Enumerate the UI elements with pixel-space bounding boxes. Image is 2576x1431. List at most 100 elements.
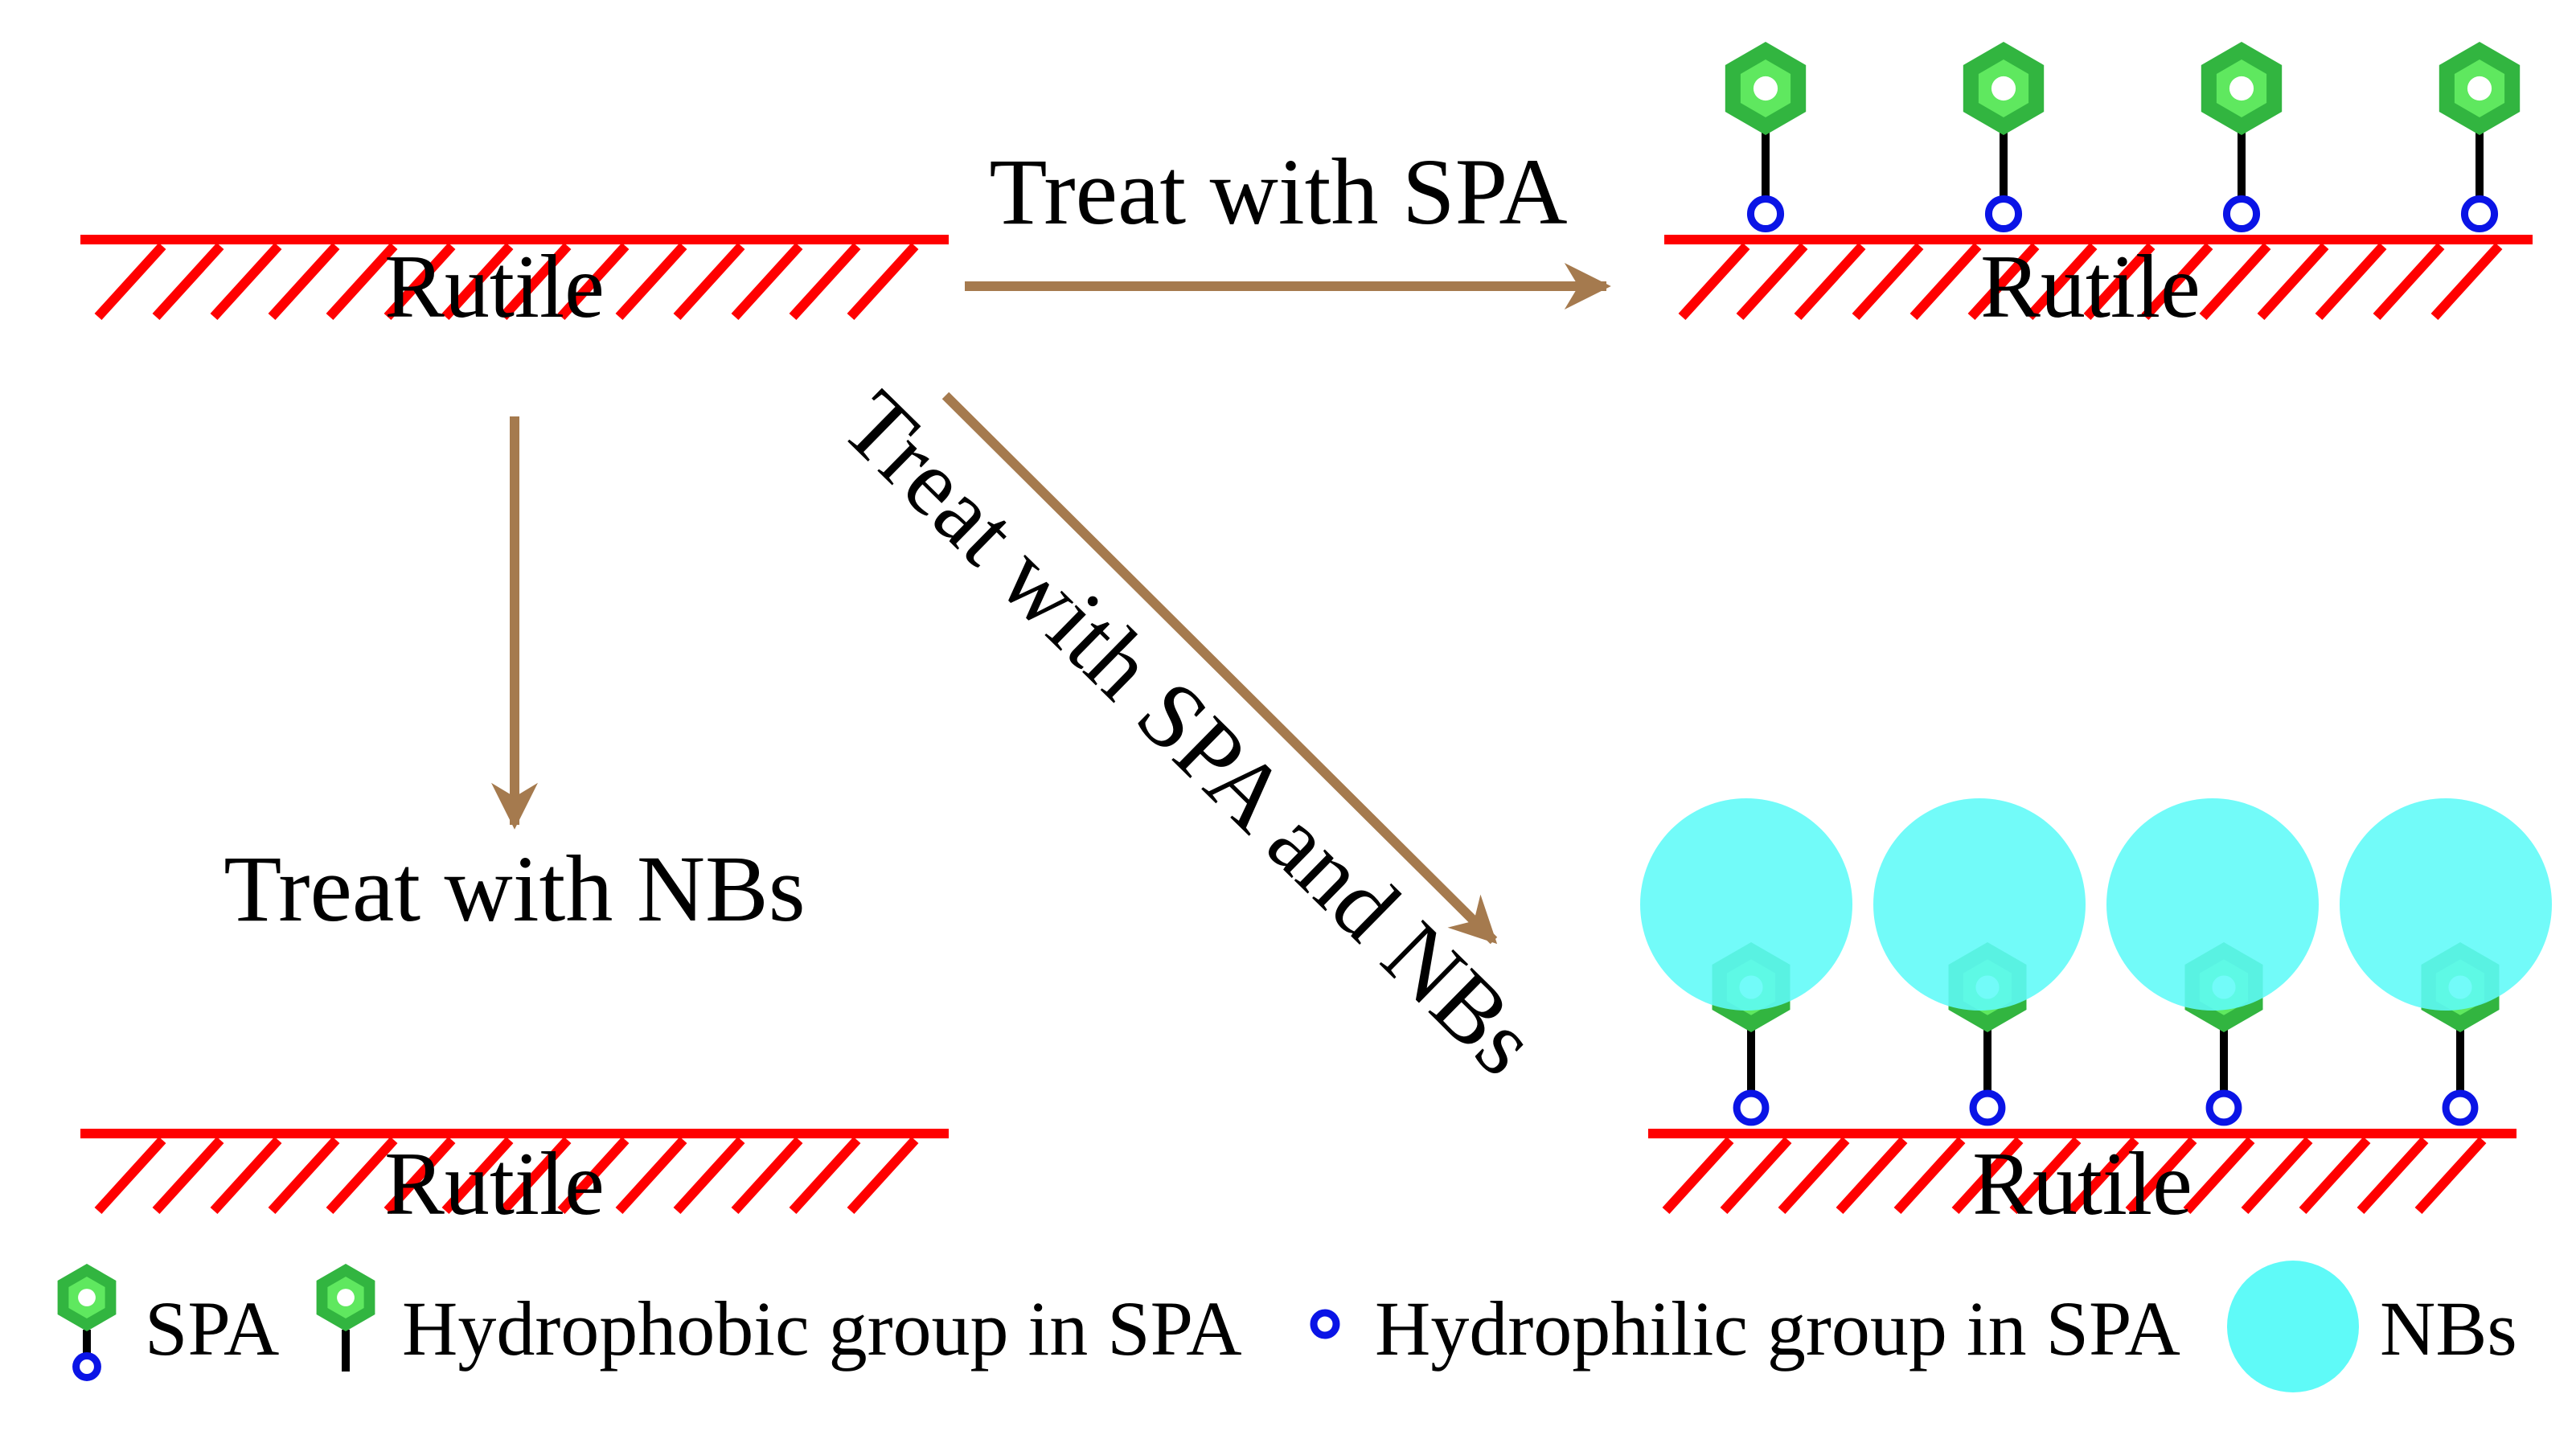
hatch-line <box>1678 242 1750 321</box>
hydrophilic-ring <box>2442 1089 2479 1126</box>
hatch-line <box>94 1136 166 1215</box>
hydrophobic-hexagon-core <box>337 1289 355 1306</box>
hatch-line <box>2414 1136 2487 1215</box>
hatch-line <box>2199 242 2271 321</box>
hatch-line <box>557 1136 630 1215</box>
hatch-line <box>1951 1136 2024 1215</box>
hydrophilic-ring <box>2222 195 2261 233</box>
legend-label-hydrophobic: Hydrophobic group in SPA <box>402 1285 1242 1372</box>
hatch-line <box>2125 1136 2197 1215</box>
hatch-line <box>94 242 166 321</box>
rutile-surface-bottom-right <box>1648 1129 2517 1215</box>
hydrophobic-hexagon-core <box>78 1289 96 1306</box>
spa-molecule-top-2 <box>1963 42 2045 233</box>
nanobubble-4 <box>2340 798 2552 1011</box>
hatch-line <box>673 242 745 321</box>
rutile-label-top-right: Rutile <box>1980 237 2201 337</box>
hatch-line <box>1778 1136 1850 1215</box>
hatch-line <box>1662 1136 1734 1215</box>
legend: SPA Hydrophobic group in SPA Hydrophilic… <box>57 1261 2517 1392</box>
hydrophilic-ring <box>2205 1089 2242 1126</box>
hatch-line <box>1967 242 2040 321</box>
arrow-diagonal <box>941 392 1498 945</box>
hatch-line <box>2141 242 2213 321</box>
spa-molecule-icon <box>57 1264 117 1381</box>
hatch-line <box>731 1136 803 1215</box>
hydrophilic-ring <box>1746 195 1785 233</box>
hydrophobic-hexagon-core <box>1991 76 2016 101</box>
hatch-line <box>441 242 514 321</box>
hatch-line <box>326 1136 398 1215</box>
spa-molecule-top-1 <box>1725 42 1807 233</box>
circle-icon <box>1310 1309 1340 1339</box>
hatch-line <box>152 242 224 321</box>
hatch-line <box>847 1136 919 1215</box>
hatch-line <box>615 242 687 321</box>
hatch-line <box>2373 242 2445 321</box>
bubble-icon <box>2227 1261 2359 1392</box>
hatch-line <box>499 1136 572 1215</box>
hatch-line <box>2357 1136 2429 1215</box>
hatch-line <box>2083 242 2156 321</box>
rutile-label-bottom-right: Rutile <box>1972 1134 2192 1234</box>
hydrophilic-ring <box>1733 1089 1770 1126</box>
legend-label-spa: SPA <box>145 1285 279 1372</box>
arrow-right-label: Treat with SPA <box>989 139 1567 244</box>
rutile-label-top-left: Rutile <box>384 237 605 337</box>
hatch-line <box>1852 242 1924 321</box>
spa-molecule-top-4 <box>2439 42 2521 233</box>
hatch-line <box>2025 242 2098 321</box>
hatch-line <box>2299 1136 2371 1215</box>
rutile-surface-top-right <box>1664 235 2533 321</box>
nanobubble-3 <box>2106 798 2319 1011</box>
hatch-line <box>1893 1136 1966 1215</box>
rutile-surface-top-left <box>80 235 949 321</box>
rutile-surface-bottom-left <box>80 1129 949 1215</box>
hatch-line <box>2430 242 2503 321</box>
hatch-line <box>2315 242 2387 321</box>
legend-label-nbs: NBs <box>2380 1285 2517 1372</box>
hydrophobic-hexagon-core <box>2467 76 2492 101</box>
hydrophilic-ring <box>1969 1089 2006 1126</box>
rutile-label-bottom-left: Rutile <box>384 1134 605 1234</box>
hatch-line <box>326 242 398 321</box>
hatch-line <box>1794 242 1866 321</box>
hydrophilic-ring <box>72 1352 101 1381</box>
hatch-line <box>2257 242 2329 321</box>
nanobubble-1 <box>1640 798 1852 1011</box>
hatch-line <box>2067 1136 2139 1215</box>
hatch-line <box>1736 242 1808 321</box>
hatch-line <box>789 1136 861 1215</box>
hatch-line <box>499 242 572 321</box>
arrow-diagonal-label: Treat with SPA and NBs <box>822 371 1557 1095</box>
hatch-line <box>384 242 456 321</box>
hatch-line <box>1909 242 1982 321</box>
hatch-line <box>847 242 919 321</box>
hydrophilic-ring <box>1984 195 2023 233</box>
hatch-line <box>210 242 282 321</box>
hydrophobic-hexagon-core <box>1753 76 1778 101</box>
hatch-line <box>1720 1136 1792 1215</box>
hatch-line <box>1836 1136 1908 1215</box>
hatch-line <box>2241 1136 2313 1215</box>
hydrophilic-ring <box>2460 195 2499 233</box>
hatch-line <box>789 242 861 321</box>
hatch-line <box>384 1136 456 1215</box>
hatch-line <box>731 242 803 321</box>
hexagon-icon <box>316 1264 375 1372</box>
hatch-line <box>210 1136 282 1215</box>
spa-molecule-top-3 <box>2201 42 2283 233</box>
legend-label-hydrophilic: Hydrophilic group in SPA <box>1375 1285 2180 1372</box>
hatch-line <box>615 1136 687 1215</box>
hatch-line <box>268 1136 340 1215</box>
hatch-line <box>2009 1136 2082 1215</box>
hatch-line <box>152 1136 224 1215</box>
hydrophobic-hexagon-core <box>2229 76 2254 101</box>
hatch-line <box>673 1136 745 1215</box>
hatch-line <box>441 1136 514 1215</box>
arrow-down-label: Treat with NBs <box>224 836 805 941</box>
hatch-line <box>557 242 630 321</box>
nanobubble-2 <box>1873 798 2086 1011</box>
hatch-line <box>268 242 340 321</box>
